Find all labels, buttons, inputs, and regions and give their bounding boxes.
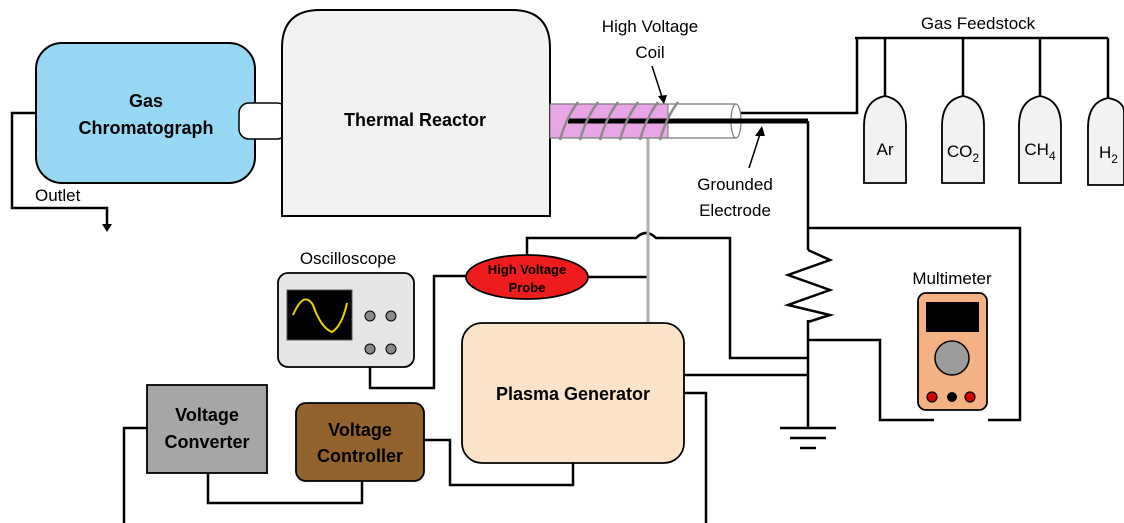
oscilloscope-knob-1 bbox=[364, 310, 376, 322]
gas-feedstock-label: Gas Feedstock bbox=[921, 14, 1036, 33]
plasma-generator-body bbox=[461, 322, 685, 464]
voltage-converter-label-1: Voltage bbox=[175, 405, 239, 425]
gas-cylinder-ar: Ar bbox=[863, 95, 907, 184]
multimeter-dial bbox=[934, 340, 970, 376]
thermal-reactor-body bbox=[281, 9, 551, 217]
oscilloscope-screen bbox=[286, 289, 353, 341]
wiring bbox=[10, 36, 1110, 523]
gas-label-h2: H2 bbox=[1099, 143, 1118, 166]
high-voltage-probe-body bbox=[465, 254, 589, 300]
hv-probe-label-2: Probe bbox=[509, 280, 546, 295]
controller-to-generator bbox=[424, 438, 575, 487]
resistor-top-to-multimeter bbox=[808, 226, 1022, 422]
multimeter-label: Multimeter bbox=[912, 269, 992, 288]
grounded-electrode-label-1: Grounded bbox=[697, 175, 773, 194]
outlet-label: Outlet bbox=[35, 186, 81, 205]
voltage-controller-label-2: Controller bbox=[317, 446, 403, 466]
thermal-reactor-label: Thermal Reactor bbox=[344, 110, 486, 130]
gas-label-ar: Ar bbox=[877, 140, 894, 159]
resistor-bottom-to-multimeter bbox=[808, 338, 934, 422]
multimeter-display bbox=[926, 302, 979, 332]
multimeter-jack-red-left bbox=[926, 391, 938, 403]
gas-manifold-line bbox=[740, 36, 1108, 115]
hv-coil-pointer bbox=[651, 65, 663, 98]
plasma-generator: Plasma Generator bbox=[461, 322, 685, 464]
hv-probe-label-1: High Voltage bbox=[488, 262, 566, 277]
ground-symbol bbox=[780, 426, 836, 450]
outlet-line bbox=[10, 111, 109, 226]
hv-coil-pointer-head bbox=[658, 95, 667, 104]
converter-to-controller bbox=[206, 473, 364, 505]
hv-coil-label-2: Coil bbox=[635, 43, 664, 62]
chromatograph-reactor-tube bbox=[238, 102, 288, 140]
hv-coil bbox=[558, 101, 680, 141]
thermal-reactor: Thermal Reactor bbox=[281, 9, 551, 217]
voltage-controller-body bbox=[295, 402, 425, 482]
oscilloscope-knob-3 bbox=[364, 343, 376, 355]
grounded-electrode-pointer bbox=[748, 133, 761, 169]
voltage-converter-body bbox=[146, 384, 268, 474]
gas-chromatograph-body bbox=[35, 42, 256, 184]
plasma-generator-label: Plasma Generator bbox=[496, 384, 650, 404]
outlet-arrowhead bbox=[102, 224, 112, 232]
hv-coil-label-1: High Voltage bbox=[602, 17, 698, 36]
multimeter-jack-red-right bbox=[964, 391, 976, 403]
voltage-converter: Voltage Converter bbox=[146, 384, 268, 474]
gas-chromatograph-label-2: Chromatograph bbox=[79, 118, 214, 138]
resistor-symbol bbox=[783, 248, 835, 324]
voltage-controller-label-1: Voltage bbox=[328, 420, 392, 440]
voltage-controller: Voltage Controller bbox=[295, 402, 425, 482]
gas-label-co2: CO2 bbox=[947, 142, 980, 165]
grounded-electrode-pointer-head bbox=[755, 126, 765, 136]
high-voltage-probe: High Voltage Probe bbox=[465, 254, 589, 300]
oscilloscope-probe-cable bbox=[368, 274, 466, 390]
oscilloscope-knob-4 bbox=[385, 343, 397, 355]
multimeter-jack-black bbox=[947, 392, 957, 402]
outer-power-loop bbox=[122, 391, 708, 523]
gas-cylinder-h2: H2 bbox=[1087, 97, 1124, 186]
grounded-electrode-label-2: Electrode bbox=[699, 201, 771, 220]
oscilloscope bbox=[277, 272, 415, 368]
voltage-converter-label-2: Converter bbox=[164, 432, 249, 452]
gas-cylinder-ch4: CH4 bbox=[1018, 95, 1062, 184]
plasma-tube bbox=[549, 101, 808, 141]
gas-cylinder-co2: CO2 bbox=[941, 95, 985, 184]
gas-label-ch4: CH4 bbox=[1024, 140, 1056, 163]
gas-chromatograph-label-1: Gas bbox=[129, 91, 163, 111]
oscilloscope-knob-2 bbox=[385, 310, 397, 322]
gas-chromatograph: Gas Chromatograph bbox=[35, 42, 256, 184]
multimeter bbox=[917, 292, 988, 411]
oscilloscope-waveform bbox=[292, 298, 348, 334]
oscilloscope-label: Oscilloscope bbox=[300, 249, 396, 268]
